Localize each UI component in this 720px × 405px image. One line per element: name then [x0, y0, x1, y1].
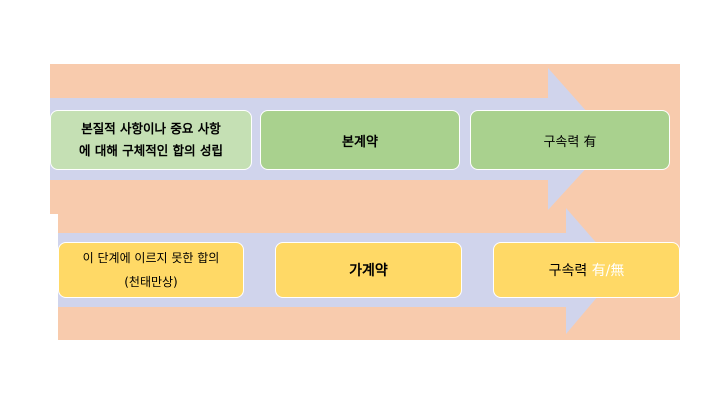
row1-condition-line1: 본질적 사항이나 중요 사항	[81, 121, 221, 136]
row1-condition-box: 본질적 사항이나 중요 사항 에 대해 구체적인 합의 성립	[50, 110, 252, 170]
row2-contract-box: 가계약	[275, 242, 462, 298]
row1-condition-line2: 에 대해 구체적인 합의 성립	[79, 143, 223, 158]
row2-condition-box: 이 단계에 이르지 못한 합의 (천태만상)	[58, 242, 244, 298]
row1-contract-box: 본계약	[260, 110, 460, 170]
row2-binding-value: 有/無	[591, 263, 625, 279]
row1-contract-label: 본계약	[342, 134, 378, 150]
row2-binding-label: 구속력	[548, 263, 588, 279]
row2-binding-box: 구속력 有/無	[493, 242, 680, 298]
row1-binding-box: 구속력 有	[470, 110, 670, 170]
row2-contract-label: 가계약	[349, 263, 388, 279]
row2-condition-line2: (천태만상)	[124, 275, 178, 289]
row2-condition-line1: 이 단계에 이르지 못한 합의	[82, 251, 220, 265]
row1-binding-value: 有	[583, 134, 597, 150]
row1-binding-label: 구속력	[543, 134, 580, 150]
